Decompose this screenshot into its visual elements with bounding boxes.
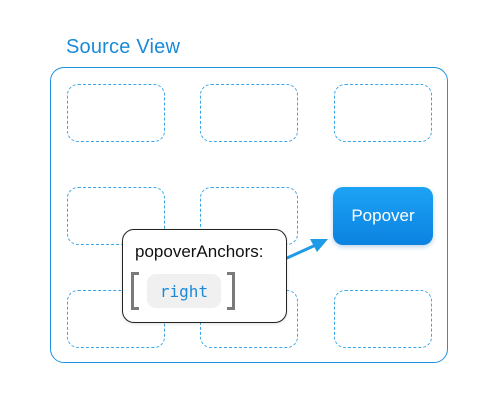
- array-bracket-left: [131, 272, 139, 310]
- grid-cell: [334, 84, 432, 142]
- anchor-value-chip: right: [147, 274, 221, 308]
- popover-box: Popover: [333, 187, 433, 245]
- property-name: popoverAnchors:: [135, 242, 264, 261]
- source-view-title: Source View: [66, 36, 181, 58]
- array-bracket-right: [227, 272, 235, 310]
- grid-cell: [67, 84, 165, 142]
- grid-cell: [334, 290, 432, 348]
- grid-cell: [200, 84, 298, 142]
- code-callout: popoverAnchors: right: [122, 229, 287, 323]
- source-view-frame: [50, 67, 448, 363]
- grid-cell: [67, 187, 165, 245]
